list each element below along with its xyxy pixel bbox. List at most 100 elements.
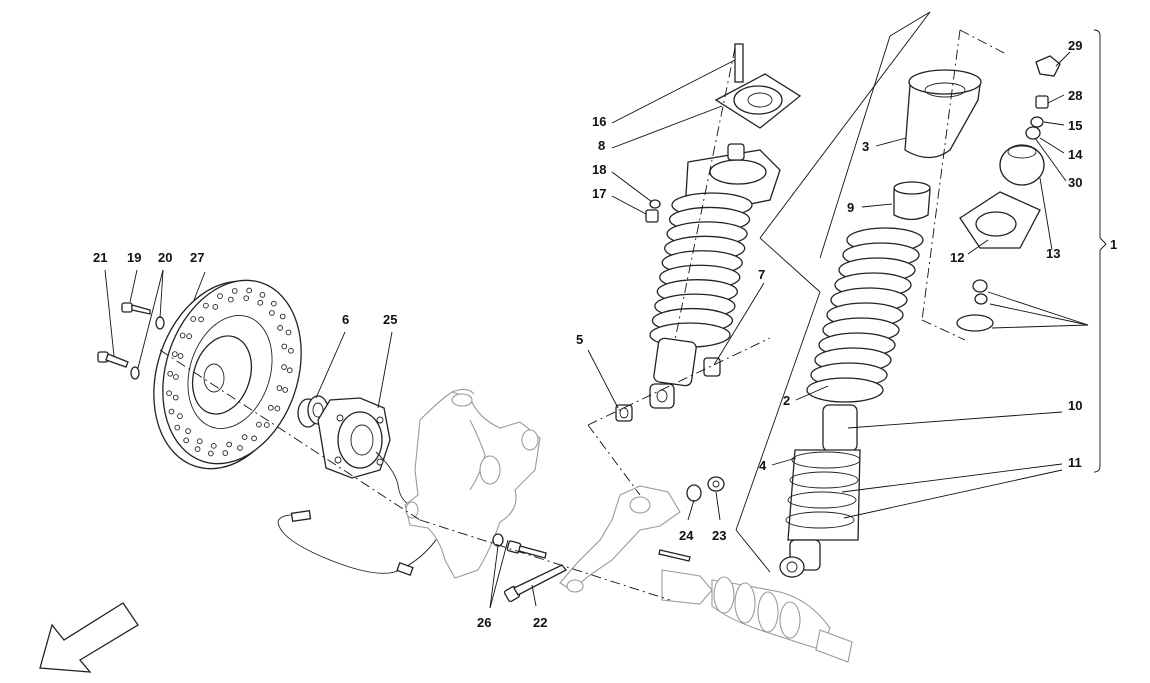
callout-11: 11 <box>1068 455 1082 470</box>
disc-hole <box>179 332 186 339</box>
washer-15[interactable] <box>1030 116 1044 128</box>
bushing-23[interactable] <box>707 476 725 492</box>
disc-hole <box>167 370 174 377</box>
disc-hole <box>281 364 287 370</box>
disc-hole <box>277 325 283 331</box>
callout-4: 4 <box>759 458 767 473</box>
axis-lines <box>159 29 1009 601</box>
disc-hole <box>259 292 266 298</box>
callout-8: 8 <box>598 138 605 153</box>
disc-hole <box>269 310 275 316</box>
small-bolt <box>658 549 691 562</box>
brake-disc[interactable] <box>131 262 324 487</box>
stud-16[interactable] <box>734 43 744 83</box>
callout-24: 24 <box>679 528 694 543</box>
disc-hole <box>227 296 234 303</box>
bolt-22[interactable] <box>503 564 568 603</box>
lower-link-bracket <box>559 485 681 593</box>
disc-hole <box>183 437 190 444</box>
callout-2: 2 <box>783 393 790 408</box>
disc-hole <box>194 446 201 452</box>
callout-20: 20 <box>158 250 172 265</box>
disc-hole <box>222 450 229 456</box>
top-mount-8[interactable] <box>714 73 802 129</box>
callout-14: 14 <box>1068 147 1083 162</box>
disc-hole <box>177 353 184 359</box>
nut-17[interactable] <box>645 209 659 223</box>
disc-hole <box>226 441 233 448</box>
disc-hole <box>166 390 172 397</box>
disc-hole <box>186 333 193 340</box>
callout-3: 3 <box>862 139 869 154</box>
disc-hole <box>168 408 175 415</box>
nut-28[interactable] <box>1035 95 1049 109</box>
disc-hole <box>263 422 270 428</box>
disc-hole <box>231 288 238 294</box>
disc-hole <box>274 405 281 412</box>
callout-15: 15 <box>1068 118 1082 133</box>
bump-stop-9[interactable] <box>893 181 931 221</box>
bolt-19[interactable] <box>121 302 151 315</box>
callout-22: 22 <box>533 615 547 630</box>
callout-6: 6 <box>342 312 349 327</box>
bump-stop-cover-3[interactable] <box>904 69 982 159</box>
washer-18[interactable] <box>649 199 661 209</box>
callout-28: 28 <box>1068 88 1082 103</box>
callout-10: 10 <box>1068 398 1082 413</box>
callout-1: 1 <box>1110 237 1117 252</box>
disc-hole <box>173 374 179 380</box>
disc-hole <box>282 387 289 393</box>
disc-hole <box>251 435 257 442</box>
disc-hole <box>286 367 293 374</box>
damper-body-4[interactable] <box>779 404 861 578</box>
washer-14[interactable] <box>1025 126 1041 140</box>
disc-hole <box>172 394 179 401</box>
front-direction-arrow-icon <box>39 602 139 673</box>
disc-hole <box>237 445 243 451</box>
bolt-26[interactable] <box>492 533 547 559</box>
leader-lines <box>104 51 1089 609</box>
sensor-29[interactable] <box>1035 55 1061 77</box>
callout-23: 23 <box>712 528 726 543</box>
disc-hole <box>217 293 223 299</box>
disc-hole <box>279 313 286 320</box>
bolt-21[interactable] <box>97 351 129 368</box>
drive-shaft <box>661 569 853 663</box>
disc-hole <box>241 434 248 440</box>
spring-coil <box>806 377 884 403</box>
top-mount-12[interactable] <box>959 191 1041 249</box>
wheel-hub[interactable] <box>317 397 411 506</box>
disc-hole <box>196 438 203 445</box>
callout-7: 7 <box>758 267 765 282</box>
callout-18: 18 <box>592 162 606 177</box>
disc-hole <box>267 404 274 411</box>
assembly-frame <box>735 11 1107 573</box>
assembled-shock-absorber[interactable] <box>649 143 781 409</box>
bushing-5[interactable] <box>615 404 633 422</box>
washers-20[interactable] <box>130 316 165 380</box>
callout-30: 30 <box>1068 175 1082 190</box>
disc-hole <box>177 413 183 419</box>
disc-hole <box>208 450 214 457</box>
callout-9: 9 <box>847 200 854 215</box>
disc-hole <box>203 302 209 309</box>
disc-hole <box>185 428 191 434</box>
disc-hole <box>174 424 181 431</box>
callout-27: 27 <box>190 250 204 265</box>
callout-17: 17 <box>592 186 606 201</box>
mount-13[interactable] <box>999 144 1045 186</box>
disc-hole <box>171 351 178 357</box>
callout-labels: 1 2 3 4 5 6 7 8 9 10 11 12 13 14 15 16 1… <box>93 38 1117 630</box>
coil-spring-2[interactable] <box>806 227 924 403</box>
disc-hole <box>256 421 262 428</box>
disc-hole <box>212 304 219 310</box>
washer-24[interactable] <box>686 484 702 502</box>
bushing-7[interactable] <box>703 357 721 377</box>
disc-hole <box>210 442 217 449</box>
callout-16: 16 <box>592 114 606 129</box>
callout-13: 13 <box>1046 246 1060 261</box>
disc-hole <box>243 295 250 302</box>
callout-26: 26 <box>477 615 491 630</box>
callout-25: 25 <box>383 312 397 327</box>
